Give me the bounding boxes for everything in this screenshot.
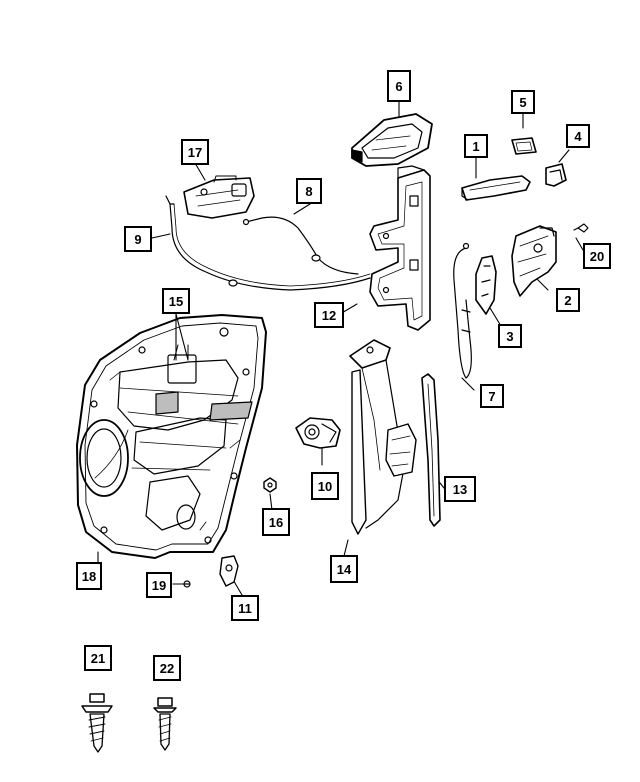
leader-lines xyxy=(97,101,584,596)
handle-bezel xyxy=(351,113,433,167)
callout-15[interactable]: 15 xyxy=(162,288,190,314)
callout-20[interactable]: 20 xyxy=(583,243,611,269)
cylinder-cover xyxy=(545,163,567,187)
nut xyxy=(263,477,277,493)
callout-9[interactable]: 9 xyxy=(124,226,152,252)
small-clip xyxy=(573,223,589,233)
upper-latch-assembly xyxy=(183,175,255,219)
callout-19[interactable]: 19 xyxy=(146,572,172,598)
callout-21[interactable]: 21 xyxy=(84,645,112,671)
tapping-screw xyxy=(153,697,177,751)
callout-4[interactable]: 4 xyxy=(566,124,590,148)
mount-bracket xyxy=(219,555,239,587)
inside-handle-cable xyxy=(242,216,359,275)
handle-carrier xyxy=(369,165,431,331)
latch-bracket xyxy=(475,255,497,315)
door-inner-panel xyxy=(76,314,267,559)
callout-5[interactable]: 5 xyxy=(511,90,535,114)
callout-11[interactable]: 11 xyxy=(231,595,259,621)
small-screw xyxy=(183,580,191,588)
callout-7[interactable]: 7 xyxy=(480,384,504,408)
callout-17[interactable]: 17 xyxy=(181,139,209,165)
callout-6[interactable]: 6 xyxy=(387,70,411,102)
callout-13[interactable]: 13 xyxy=(444,476,476,502)
callout-10[interactable]: 10 xyxy=(311,472,339,500)
handle-cap xyxy=(511,137,537,155)
callout-12[interactable]: 12 xyxy=(314,302,344,328)
callout-8[interactable]: 8 xyxy=(296,178,322,204)
callout-16[interactable]: 16 xyxy=(262,508,290,536)
callout-22[interactable]: 22 xyxy=(153,655,181,681)
flange-bolt xyxy=(81,693,113,753)
callout-2[interactable]: 2 xyxy=(556,288,580,312)
callout-1[interactable]: 1 xyxy=(464,134,488,158)
exterior-handle xyxy=(461,175,531,201)
door-latch xyxy=(511,225,557,297)
regulator-motor xyxy=(295,417,341,449)
callout-14[interactable]: 14 xyxy=(330,555,358,583)
callout-3[interactable]: 3 xyxy=(498,324,522,348)
window-regulator xyxy=(349,339,417,535)
lock-cable xyxy=(453,242,472,379)
glass-run-channel xyxy=(421,373,441,527)
callout-18[interactable]: 18 xyxy=(76,562,102,590)
release-cable xyxy=(165,195,371,291)
